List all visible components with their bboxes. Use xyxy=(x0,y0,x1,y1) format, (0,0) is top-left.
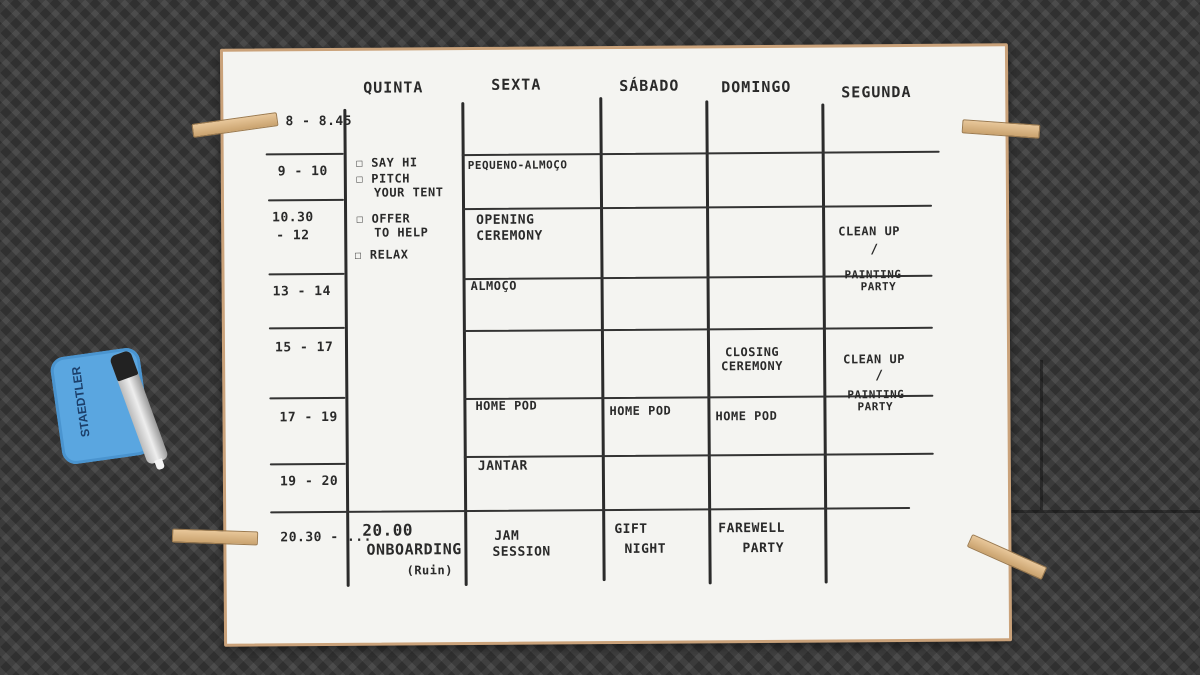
column-header-sexta: Sexta xyxy=(491,75,542,94)
sabado-gift: Gift xyxy=(614,521,648,538)
time-label: 10.30 xyxy=(272,210,314,226)
time-label: 19 - 20 xyxy=(279,473,339,490)
column-header-segunda: Segunda xyxy=(841,82,912,102)
row-divider xyxy=(268,326,345,330)
quinta-onboarding-time: 20.00 xyxy=(362,520,414,540)
sabado-gift-2: Night xyxy=(624,541,667,557)
segunda-clean-up: Clean up xyxy=(838,224,901,239)
sexta-jam: Jam xyxy=(494,528,520,544)
time-label: 9 - 10 xyxy=(277,164,328,180)
column-divider xyxy=(461,102,468,587)
time-label: 17 - 19 xyxy=(279,409,338,426)
sexta-jam-2: Session xyxy=(492,544,551,560)
row-divider xyxy=(265,152,344,156)
column-divider xyxy=(821,103,828,584)
column-header-domingo: Domingo xyxy=(721,77,792,97)
quinta-todo-pitch-2: your tent xyxy=(373,185,444,200)
sexta-opening: Opening xyxy=(476,212,535,228)
quinta-onboarding-location: (Ruin) xyxy=(406,563,453,578)
time-label: 15 - 17 xyxy=(274,339,334,356)
domingo-closing-2: Ceremony xyxy=(721,358,783,374)
quinta-todo-relax: ☐ Relax xyxy=(354,247,409,262)
segunda-slash-2: / xyxy=(875,368,884,384)
segunda-slash: / xyxy=(870,242,879,258)
time-label: 20.30 - ... xyxy=(280,529,372,546)
quinta-todo-offer-2: to help xyxy=(374,225,429,240)
column-header-sabado: Sábado xyxy=(619,76,680,95)
sabado-home-pod: Home Pod xyxy=(609,403,672,419)
row-divider xyxy=(269,396,346,400)
row-divider xyxy=(462,326,933,333)
row-divider xyxy=(270,506,911,514)
domingo-farewell-2: Party xyxy=(742,540,785,557)
row-divider xyxy=(461,150,940,157)
time-label: 8 - 8.45 xyxy=(285,113,353,130)
row-divider xyxy=(268,272,345,276)
time-label: - 12 xyxy=(276,228,310,244)
sexta-breakfast: Pequeno-Almoço xyxy=(467,158,568,173)
segunda-painting-b: Painting xyxy=(847,387,905,402)
marker-tip xyxy=(154,458,166,471)
segunda-painting-b-2: Party xyxy=(857,400,894,414)
mat-seam xyxy=(1010,510,1200,513)
segunda-clean-up-2: Clean up xyxy=(843,351,905,367)
quinta-todo-offer: ☐ Offer xyxy=(356,211,411,226)
domingo-home-pod: Home Pod xyxy=(715,408,778,424)
clothespin xyxy=(171,528,259,546)
column-divider xyxy=(705,100,712,585)
quinta-todo-say-hi: ☐ Say Hi xyxy=(355,155,418,170)
row-divider xyxy=(463,452,934,459)
column-divider xyxy=(343,108,350,587)
eraser-brand-label: STAEDTLER xyxy=(68,365,93,438)
mat-seam xyxy=(1040,360,1043,510)
domingo-farewell: Farewell xyxy=(718,520,785,537)
domingo-closing: Closing xyxy=(725,344,780,360)
row-divider xyxy=(269,462,346,466)
sexta-lunch: Almoço xyxy=(470,278,517,294)
sexta-dinner: Jantar xyxy=(477,458,528,474)
whiteboard: Quinta Sexta Sábado Domingo Segunda 8 - … xyxy=(219,43,1013,647)
segunda-painting-2: Party xyxy=(860,280,897,294)
row-divider xyxy=(462,204,933,211)
quinta-onboarding: Onboarding xyxy=(366,540,462,559)
sexta-home-pod: Home Pod xyxy=(475,398,538,413)
row-divider xyxy=(267,198,344,202)
column-header-quinta: Quinta xyxy=(363,78,424,97)
quinta-todo-pitch: ☐ Pitch xyxy=(355,171,410,186)
sexta-opening-2: Ceremony xyxy=(476,228,543,244)
time-label: 13 - 14 xyxy=(272,283,331,300)
